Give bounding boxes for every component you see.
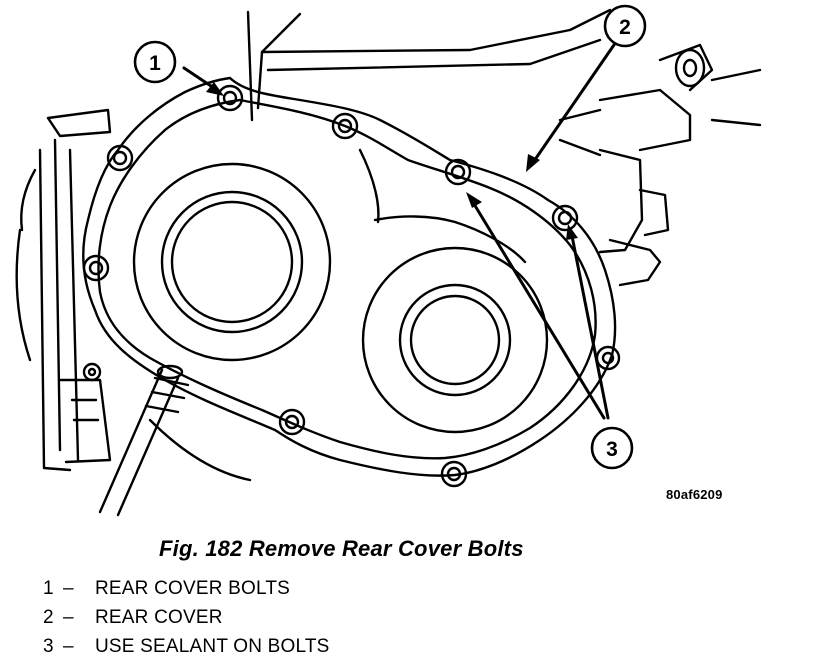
legend-number: 3 [43, 635, 54, 657]
legend-dash: – [63, 606, 74, 628]
callout-label: 3 [606, 438, 618, 461]
bolt-icon [82, 254, 110, 282]
legend-text: REAR COVER [95, 606, 223, 628]
bolt-icon [278, 408, 306, 436]
figure-code: 80af6209 [666, 487, 723, 502]
legend: 1 – REAR COVER BOLTS 2 – REAR COVER 3 – … [43, 574, 330, 661]
rear-cover-bolts [82, 84, 621, 488]
coolant-tube [98, 364, 190, 517]
rear-cover-illustration: 1 2 3 [15, 4, 762, 517]
legend-number: 1 [43, 577, 54, 599]
bolt-icon [82, 362, 102, 382]
bolt-icon [106, 144, 134, 172]
callout-label: 2 [619, 16, 631, 39]
bolt-icon [444, 158, 472, 186]
legend-text: REAR COVER BOLTS [95, 577, 290, 599]
engine-block-outline [15, 8, 762, 482]
callout-label: 1 [149, 52, 161, 75]
rear-cover [82, 76, 617, 477]
legend-dash: – [63, 577, 74, 599]
bolt-icon [216, 84, 244, 112]
legend-text: USE SEALANT ON BOLTS [95, 635, 330, 657]
legend-item: 3 – USE SEALANT ON BOLTS [43, 632, 330, 661]
bolt-icon [440, 460, 468, 488]
bolt-icon [551, 204, 579, 232]
legend-dash: – [63, 635, 74, 657]
callout-1: 1 [133, 40, 177, 84]
legend-item: 2 – REAR COVER [43, 603, 330, 632]
callout-2: 2 [603, 4, 647, 48]
figure-caption: Fig. 182 Remove Rear Cover Bolts [159, 536, 524, 561]
legend-item: 1 – REAR COVER BOLTS [43, 574, 330, 603]
legend-number: 2 [43, 606, 54, 628]
callout-3: 3 [590, 426, 634, 470]
callout-arrows [182, 40, 618, 420]
bolt-icon [331, 112, 359, 140]
